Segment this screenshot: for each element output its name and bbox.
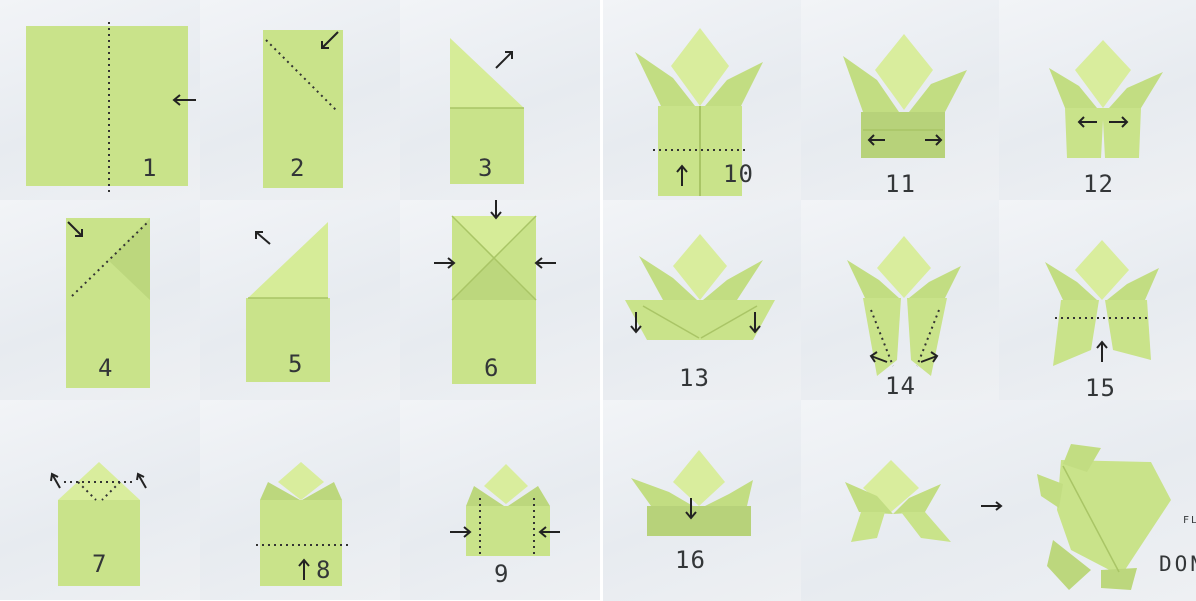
body-paper [1065, 108, 1141, 158]
step-7-panel: 7 [0, 400, 200, 600]
arrow-up-left-icon [51, 474, 60, 488]
step-number-7: 7 [92, 550, 107, 578]
square-paper [26, 26, 188, 186]
step-10-panel: 10 [603, 0, 801, 200]
step-number-6: 6 [484, 354, 499, 382]
final-diagram [801, 400, 1196, 601]
arrow-up-right-icon [496, 52, 512, 68]
arrow-right-icon [434, 258, 454, 268]
step-6-panel: 6 [400, 200, 600, 400]
arrow-right-icon [981, 502, 1001, 510]
head-point [673, 450, 725, 506]
step-number-5: 5 [288, 350, 303, 378]
arrow-up-icon [1097, 342, 1107, 362]
finished-frog-front [845, 460, 951, 542]
step-15-diagram [999, 200, 1196, 400]
arrow-up-left-icon [256, 232, 270, 244]
step-number-2: 2 [290, 154, 305, 182]
arrow-up-right-icon [137, 474, 146, 488]
back-leg-right [1105, 300, 1151, 360]
step-10-diagram [603, 0, 801, 200]
step-number-13: 13 [679, 364, 710, 392]
step-8-diagram [200, 400, 400, 600]
arrow-left-icon [536, 258, 556, 268]
step-number-11: 11 [885, 170, 916, 198]
step-number-4: 4 [98, 354, 113, 382]
flip-label: FLIP [1183, 515, 1196, 526]
step-8-panel: 8 [200, 400, 400, 600]
step-number-14: 14 [885, 372, 916, 400]
step-number-16: 16 [675, 546, 706, 574]
step-3-panel: 3 [400, 0, 600, 200]
step-14-panel: 14 [801, 200, 999, 400]
base-paper [466, 506, 550, 556]
folded-triangle [450, 38, 524, 108]
step-number-1: 1 [142, 154, 157, 182]
step-16-panel: 16 [603, 400, 801, 601]
step-12-panel: 12 [999, 0, 1196, 200]
step-5-panel: 5 [200, 200, 400, 400]
back-leg-left [1053, 300, 1099, 366]
arrow-right-icon [450, 527, 470, 537]
body-paper [647, 506, 751, 536]
step-1-diagram [0, 0, 200, 200]
step-number-8: 8 [316, 556, 331, 584]
step-number-10: 10 [723, 160, 754, 188]
step-2-panel: 2 [200, 0, 400, 200]
final-panel: FLIP DONE! [801, 400, 1196, 601]
step-14-diagram [801, 200, 999, 400]
step-number-12: 12 [1083, 170, 1114, 198]
body-wide [625, 300, 775, 340]
back-leg-left [863, 298, 901, 376]
step-11-panel: 11 [801, 0, 999, 200]
step-4-panel: 4 [0, 200, 200, 400]
step-3-diagram [400, 0, 600, 200]
step-1-panel: 1 [0, 0, 200, 200]
step-9-panel: 9 [400, 400, 600, 600]
step-6-diagram [400, 200, 600, 400]
step-13-panel: 13 [603, 200, 801, 400]
done-label: DONE! [1159, 552, 1196, 576]
step-number-9: 9 [494, 560, 509, 588]
finished-frog-flipped [1037, 444, 1171, 590]
arrow-down-icon [491, 200, 501, 218]
step-15-panel: 15 [999, 200, 1196, 400]
folded-triangle [248, 222, 328, 298]
back-leg-right [907, 298, 947, 376]
step-number-15: 15 [1085, 374, 1116, 400]
step-number-3: 3 [478, 154, 493, 182]
